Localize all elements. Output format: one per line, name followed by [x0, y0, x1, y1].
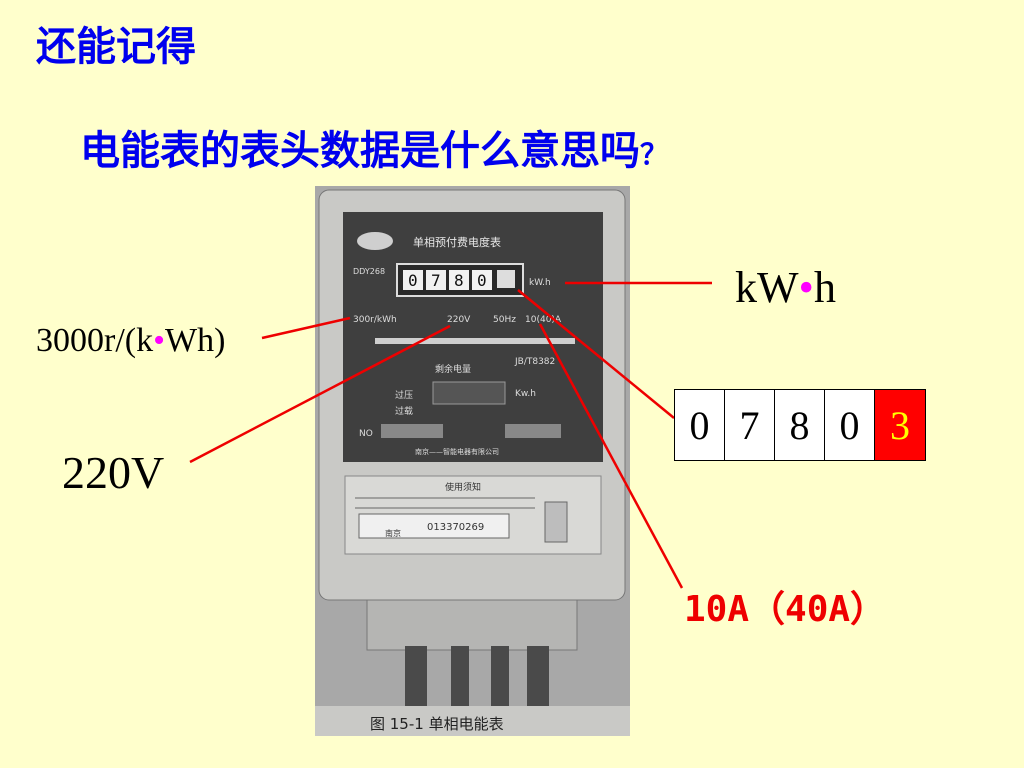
meter-no-label: NO: [359, 429, 373, 439]
figure-caption: 图 15-1 单相电能表: [370, 715, 504, 733]
counter-digit: 8: [454, 271, 464, 290]
leader-line-voltage: [189, 324, 451, 464]
meter-model: DDY268: [353, 267, 385, 276]
meter-barcode-city: 南京: [385, 528, 401, 538]
meter-lcd: [432, 381, 506, 405]
rate-dot: •: [153, 322, 165, 359]
label-voltage: 220V: [62, 447, 165, 498]
slide-subtitle: 电能表的表头数据是什么意思吗？: [80, 118, 668, 176]
meter-standard: JB/T8382: [514, 357, 555, 367]
brand-logo-icon: [357, 232, 393, 250]
reading-digit: 0: [675, 390, 725, 460]
counter-digit: 0: [477, 271, 487, 290]
leader-line-rate: [261, 316, 351, 340]
counter-digit-cell: [472, 270, 492, 290]
counter-digit-cell: [403, 270, 423, 290]
subtitle-text: 电能表的表头数据是什么意思吗: [80, 128, 640, 174]
rate-text-pre: 3000r/(k: [36, 322, 154, 359]
reading-digit: 0: [825, 390, 875, 460]
reading-digit: 8: [775, 390, 825, 460]
label-kwh: kW•h: [735, 262, 836, 313]
reading-digits-table: 0 7 8 0 3: [674, 389, 926, 461]
meter-notice-title: 使用须知: [445, 481, 481, 493]
meter-remaining-label: 剩余电量: [435, 363, 471, 375]
meter-current: 10(40)A: [525, 315, 562, 325]
reading-digit: 7: [725, 390, 775, 460]
rate-text-post: Wh): [165, 322, 226, 359]
reading-digit-fraction: 3: [875, 390, 925, 460]
counter-digit-cell: [426, 270, 446, 290]
leader-line-current: [538, 323, 684, 589]
counter-digit-cell: [449, 270, 469, 290]
meter-overload-label: 过载: [395, 405, 413, 417]
meter-brand-title: 单相预付费电度表: [413, 235, 501, 249]
counter-digit: 0: [408, 271, 418, 290]
label-current: 10A（40A）: [684, 589, 887, 630]
meter-rate: 300r/kWh: [353, 315, 397, 325]
leader-line-counter: [517, 289, 675, 419]
meter-lcd-unit: Kw.h: [515, 389, 536, 399]
meter-frequency: 50Hz: [493, 315, 516, 325]
counter-fraction-box: [497, 270, 515, 288]
meter-overvolt-label: 过压: [395, 389, 413, 401]
kwh-text-post: h: [813, 263, 836, 312]
meter-barcode: [358, 513, 510, 539]
slide-title: 还能记得: [36, 24, 196, 70]
meter-barcode-number: 013370269: [427, 522, 484, 533]
meter-voltage: 220V: [447, 315, 471, 325]
kwh-text-pre: kW: [735, 263, 799, 312]
label-rate: 3000r/(k•Wh): [36, 322, 225, 360]
kwh-dot: •: [798, 263, 814, 312]
subtitle-question-mark: ？: [640, 138, 669, 171]
counter-digit: 7: [431, 271, 441, 290]
meter-unit-box: kW.h: [529, 278, 551, 288]
meter-maker: 南京——智能电器有限公司: [415, 447, 499, 456]
